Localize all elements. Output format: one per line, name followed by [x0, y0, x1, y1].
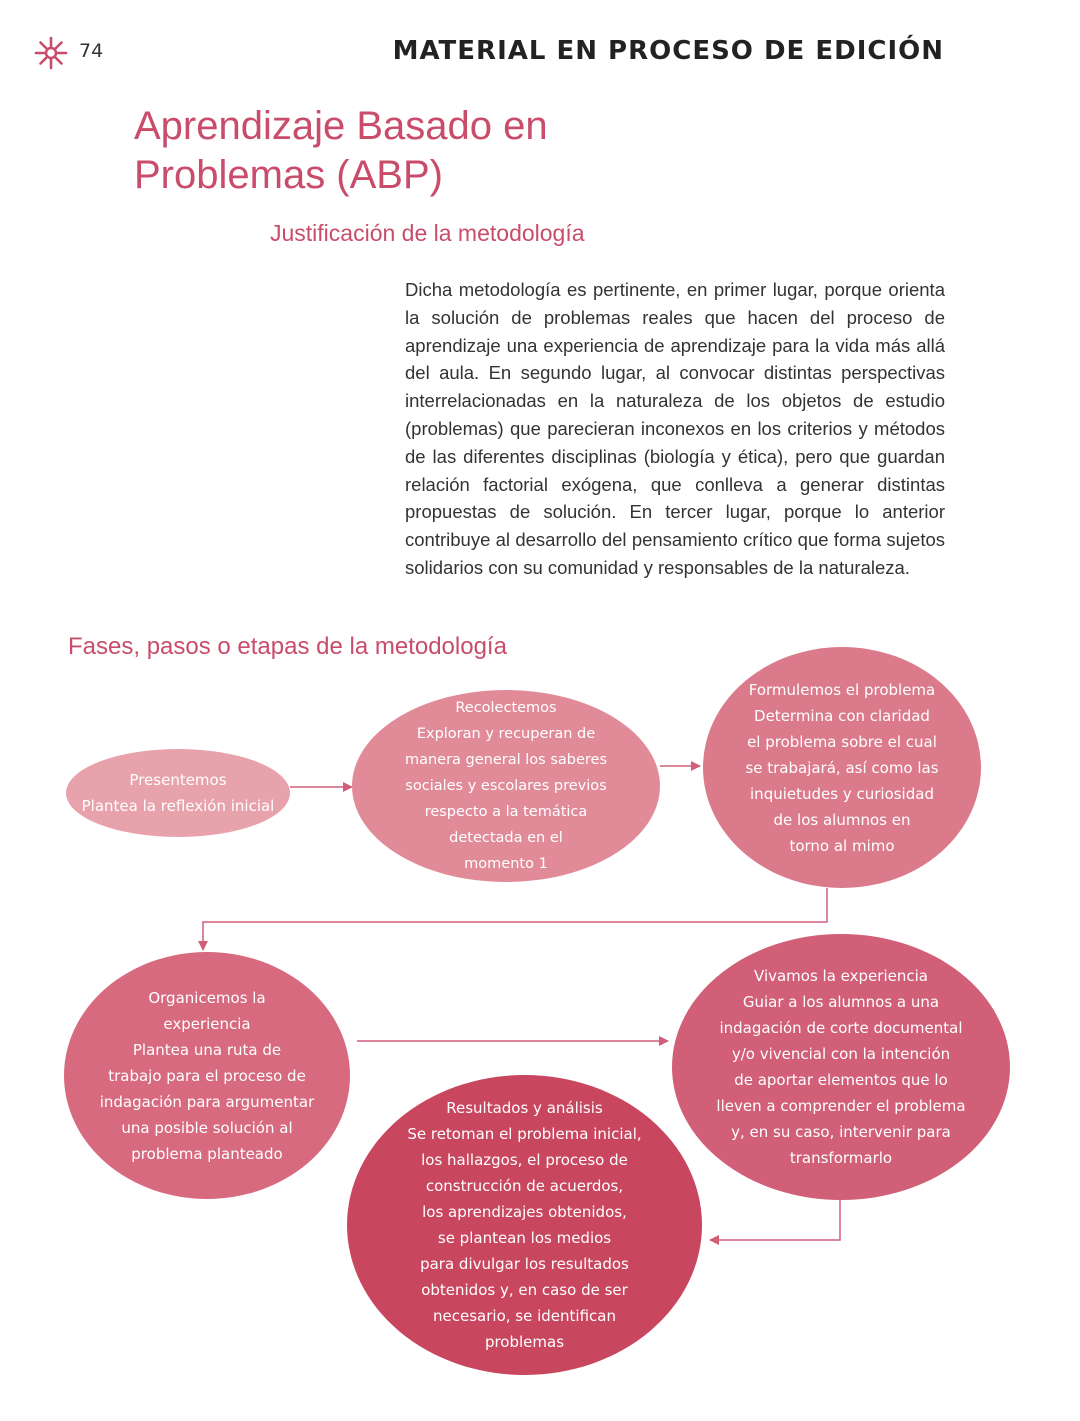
arrow-3-4: [198, 888, 828, 951]
phase-text: Organicemos la experiencia Plantea una r…: [99, 988, 315, 1163]
subtitle: Justificación de la metodología: [270, 220, 585, 246]
phase-node-resultados: Resultados y análisis Se retoman el prob…: [347, 1075, 702, 1375]
phase-node-presentemos: Presentemos Plantea la reflexión inicial: [66, 749, 290, 837]
phase-text: Formulemos el problema Determina con cla…: [745, 680, 939, 855]
asterisk-flower-icon: [34, 36, 68, 70]
page-number: 74: [79, 40, 104, 62]
justification-paragraph: Dicha metodología es pertinente, en prim…: [405, 279, 945, 578]
header-title: MATERIAL EN PROCESO DE EDICIÓN: [392, 36, 944, 66]
section-title: Fases, pasos o etapas de la metodología: [68, 633, 507, 660]
phase-node-recolectemos: Recolectemos Exploran y recuperan de man…: [352, 690, 660, 882]
phase-node-vivamos: Vivamos la experiencia Guiar a los alumn…: [672, 934, 1010, 1200]
phase-text: Resultados y análisis Se retoman el prob…: [407, 1099, 642, 1351]
main-title: Aprendizaje Basado en Problemas (ABP): [134, 104, 548, 197]
phase-text: Presentemos Plantea la reflexión inicial: [81, 771, 275, 815]
phase-text: Vivamos la experiencia Guiar a los alumn…: [716, 967, 966, 1167]
phase-node-formulemos: Formulemos el problema Determina con cla…: [703, 647, 981, 888]
arrow-5-6: [709, 1200, 841, 1245]
phase-text: Recolectemos Exploran y recuperan de man…: [404, 700, 608, 872]
phase-node-organicemos: Organicemos la experiencia Plantea una r…: [64, 952, 350, 1199]
